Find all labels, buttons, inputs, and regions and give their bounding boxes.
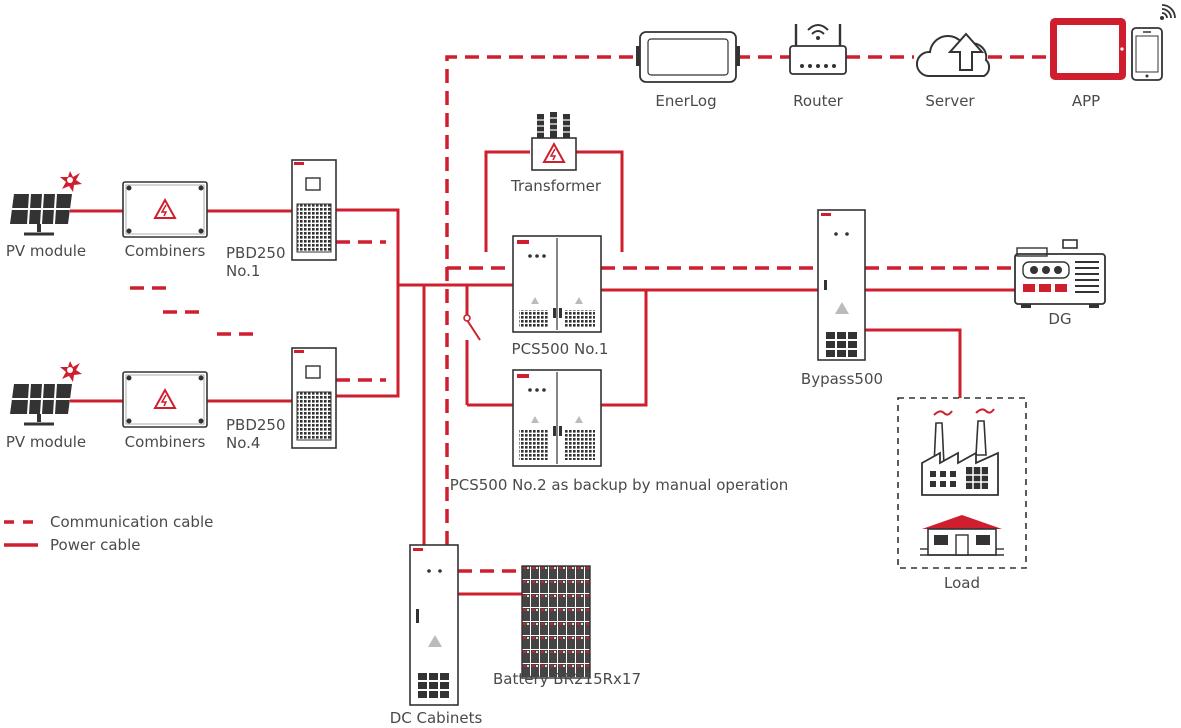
pcs500-no1-icon — [512, 235, 602, 333]
load-label: Load — [944, 574, 980, 592]
house-icon — [920, 515, 1004, 556]
app-label: APP — [1071, 92, 1101, 110]
load-box — [897, 397, 1027, 569]
battery-label: Battery BR215Rx17 — [492, 670, 642, 688]
bypass500-label: Bypass500 — [800, 370, 884, 388]
combiner-box-icon-1 — [122, 181, 208, 238]
pbd250-cabinet-icon-1 — [291, 159, 337, 261]
pv-module-icon-1 — [10, 171, 82, 236]
server-cloud-icon — [916, 32, 991, 77]
battery-rack-icon — [521, 565, 591, 679]
enerlog-label: EnerLog — [655, 92, 717, 110]
router-icon — [789, 24, 847, 75]
pv-module-icon-2 — [10, 361, 82, 426]
dc-cabinets-label: DC Cabinets — [389, 709, 483, 727]
pcs500-no1-label: PCS500 No.1 — [511, 340, 609, 358]
pv-module-label-1: PV module — [5, 242, 87, 260]
pbd250-label-1: PBD250 — [226, 244, 286, 262]
pv-module-label-2: PV module — [5, 433, 87, 451]
pbd250-number-label-2: No.4 — [226, 434, 261, 452]
dc-cabinet-icon — [409, 544, 459, 706]
factory-icon — [921, 408, 999, 496]
power-cables — [70, 150, 1015, 596]
app-devices-icon — [1050, 18, 1163, 81]
legend-communication-label: Communication cable — [50, 513, 214, 531]
transformer-label: Transformer — [510, 177, 602, 195]
wifi-icon — [1160, 4, 1176, 20]
bypass500-cabinet-icon — [817, 209, 866, 361]
dg-label: DG — [1048, 310, 1072, 328]
pbd250-number-label-1: No.1 — [226, 262, 261, 280]
enerlog-device-icon — [636, 31, 740, 83]
combiner-box-icon-2 — [122, 371, 208, 428]
combiners-label-1: Combiners — [124, 242, 206, 260]
pbd250-cabinet-icon-2 — [291, 347, 337, 449]
manual-switch — [463, 314, 481, 341]
router-label: Router — [793, 92, 843, 110]
server-label: Server — [925, 92, 975, 110]
legend-swatches — [4, 520, 42, 547]
legend-power-label: Power cable — [50, 536, 141, 554]
pbd250-label-2: PBD250 — [226, 416, 286, 434]
pcs500-no2-icon — [512, 369, 602, 467]
transformer-icon — [531, 112, 577, 171]
combiners-label-2: Combiners — [124, 433, 206, 451]
pcs500-no2-label: PCS500 No.2 as backup by manual operatio… — [449, 476, 789, 494]
diesel-generator-icon — [1014, 239, 1106, 308]
